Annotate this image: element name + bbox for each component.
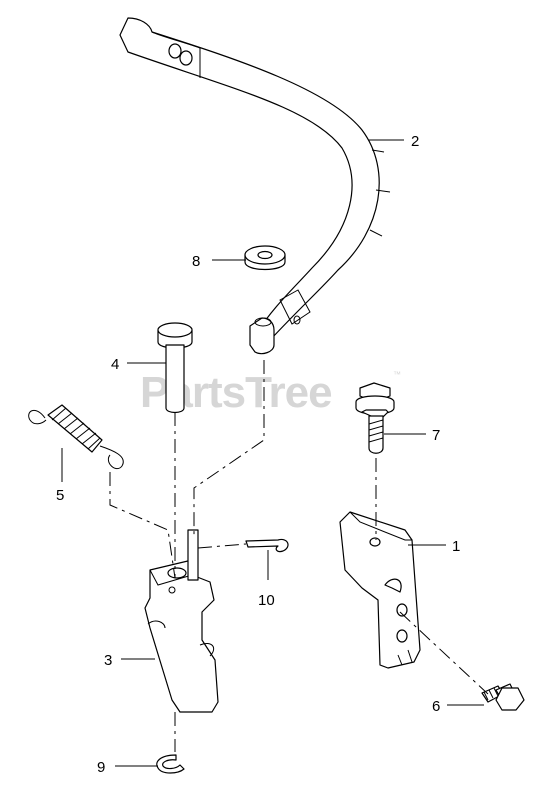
callout-leaders xyxy=(61,139,484,767)
part-1-bracket[interactable] xyxy=(339,511,421,669)
part-10-cotter-pin[interactable] xyxy=(245,538,289,553)
callout-10: 10 xyxy=(258,592,275,609)
callout-2: 2 xyxy=(411,133,419,150)
part-3-brake-lever[interactable] xyxy=(144,529,219,713)
part-6-bolt[interactable] xyxy=(481,683,525,711)
part-8-washer[interactable] xyxy=(244,245,286,271)
part-9-e-clip[interactable] xyxy=(156,754,185,774)
callout-1: 1 xyxy=(452,538,460,555)
callout-3: 3 xyxy=(104,652,112,669)
callout-4: 4 xyxy=(111,356,119,373)
part-2-brake-band[interactable] xyxy=(119,17,391,355)
watermark-trademark: ™ xyxy=(393,370,401,379)
assembly-centerlines xyxy=(109,360,489,752)
callout-8: 8 xyxy=(192,253,200,270)
part-7-flange-bolt[interactable] xyxy=(355,382,395,454)
callout-9: 9 xyxy=(97,759,105,776)
callout-7: 7 xyxy=(432,427,440,444)
part-4-clevis-pin[interactable] xyxy=(157,322,193,414)
part-5-spring[interactable] xyxy=(28,404,124,470)
callout-6: 6 xyxy=(432,698,440,715)
callout-5: 5 xyxy=(56,487,64,504)
